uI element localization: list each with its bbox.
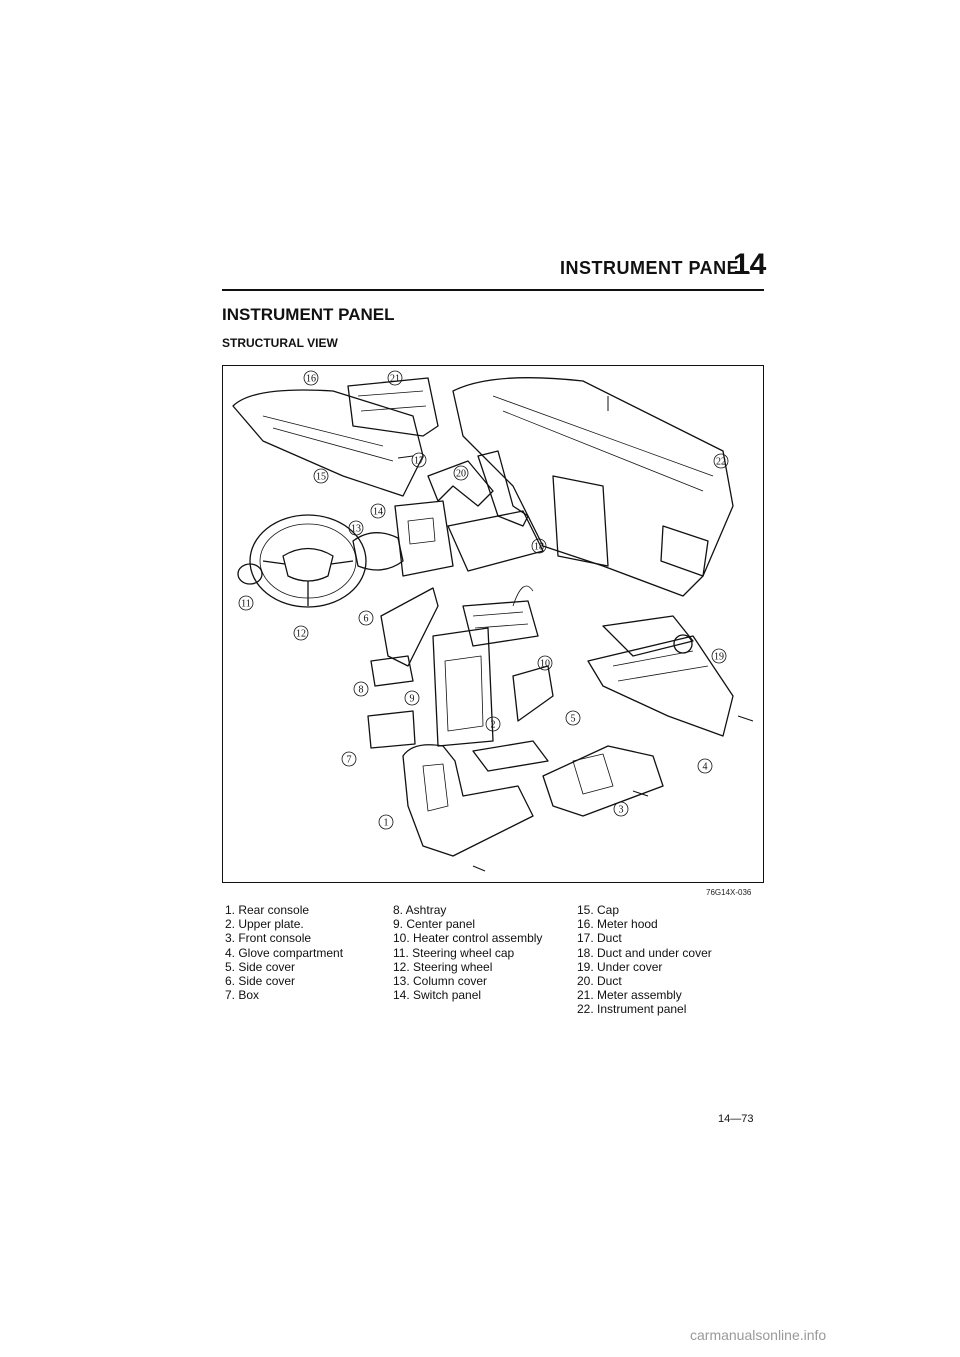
- exploded-view-figure: 16 21 15 17 20 22 14 13 18 11 12 6 10 19…: [222, 365, 764, 883]
- callout-10: 10: [537, 655, 553, 671]
- svg-text:12: 12: [296, 629, 306, 640]
- legend-item: 12. Steering wheel: [393, 959, 493, 974]
- legend-item: 9. Center panel: [393, 917, 476, 932]
- switch-panel-part: [394, 500, 454, 577]
- meter-hood-part: [232, 389, 424, 497]
- front-console-part: [542, 745, 664, 817]
- legend-item: 7. Box: [225, 988, 260, 1003]
- callout-14: 14: [370, 503, 386, 519]
- svg-text:20: 20: [456, 469, 466, 480]
- svg-text:21: 21: [390, 374, 400, 385]
- svg-text:5: 5: [571, 714, 576, 725]
- watermark: carmanualsonline.info: [690, 1327, 827, 1343]
- page-number: 14—73: [718, 1113, 754, 1125]
- callout-3: 3: [613, 801, 629, 817]
- callout-18: 18: [531, 538, 547, 554]
- svg-text:3: 3: [619, 805, 624, 816]
- callout-11: 11: [238, 595, 254, 611]
- callout-7: 7: [341, 751, 357, 767]
- glove-compartment-part: [587, 635, 734, 737]
- legend-item: 15. Cap: [577, 903, 620, 917]
- callout-4: 4: [697, 758, 713, 774]
- section-title: INSTRUMENT PANEL: [222, 305, 395, 324]
- callout-21: 21: [387, 370, 403, 386]
- legend-item: 2. Upper plate.: [225, 917, 304, 932]
- legend-item: 5. Side cover: [225, 959, 296, 974]
- chapter-number: 14: [733, 248, 767, 281]
- callout-17: 17: [411, 452, 427, 468]
- figure-code: 76G14X-036: [706, 888, 752, 897]
- callout-15: 15: [313, 468, 329, 484]
- callout-8: 8: [353, 681, 369, 697]
- callout-5: 5: [565, 710, 581, 726]
- svg-text:1: 1: [384, 818, 389, 829]
- callout-19: 19: [711, 648, 727, 664]
- svg-text:9: 9: [410, 694, 415, 705]
- legend-item: 6. Side cover: [225, 974, 296, 989]
- callout-13: 13: [348, 520, 364, 536]
- legend-item: 3. Front console: [225, 931, 312, 946]
- legend-item: 19. Under cover: [577, 959, 663, 974]
- svg-text:22: 22: [716, 457, 726, 468]
- legend-item: 1. Rear console: [225, 903, 310, 917]
- svg-text:2: 2: [491, 720, 496, 731]
- running-header-title: INSTRUMENT PANEL: [560, 258, 751, 278]
- svg-text:4: 4: [703, 762, 708, 773]
- svg-text:19: 19: [714, 652, 724, 663]
- legend-item: 20. Duct: [577, 974, 622, 989]
- legend-column-2: 8. Ashtray 9. Center panel 10. Heater co…: [393, 903, 542, 1002]
- legend-item: 11. Steering wheel cap: [393, 945, 515, 960]
- svg-text:6: 6: [364, 614, 369, 625]
- legend-item: 10. Heater control assembly: [393, 931, 543, 946]
- legend-item: 16. Meter hood: [577, 917, 658, 932]
- legend-item: 14. Switch panel: [393, 988, 482, 1003]
- callout-6: 6: [358, 610, 374, 626]
- callout-9: 9: [404, 690, 420, 706]
- subsection-title: STRUCTURAL VIEW: [222, 336, 338, 350]
- svg-text:11: 11: [241, 599, 251, 610]
- svg-text:17: 17: [414, 456, 424, 467]
- callout-12: 12: [293, 625, 309, 641]
- legend-item: 4. Glove compartment: [225, 945, 344, 960]
- steering-wheel-part: [249, 514, 367, 608]
- meter-assembly-part: [347, 377, 439, 437]
- svg-text:15: 15: [316, 472, 326, 483]
- legend-item: 22. Instrument panel: [577, 1002, 687, 1017]
- callout-2: 2: [485, 716, 501, 732]
- legend-item: 17. Duct: [577, 931, 622, 946]
- svg-text:10: 10: [540, 659, 550, 670]
- callout-20: 20: [453, 465, 469, 481]
- legend-column-3: 15. Cap 16. Meter hood 17. Duct 18. Duct…: [577, 903, 712, 1017]
- callout-1: 1: [378, 814, 394, 830]
- legend-item: 21. Meter assembly: [577, 988, 682, 1003]
- callout-16: 16: [303, 370, 319, 386]
- svg-text:14: 14: [373, 507, 383, 518]
- svg-text:7: 7: [347, 755, 352, 766]
- exploded-view-drawing: 16 21 15 17 20 22 14 13 18 11 12 6 10 19…: [232, 370, 754, 872]
- legend-column-1: 1. Rear console 2. Upper plate. 3. Front…: [225, 903, 343, 1002]
- callout-22: 22: [713, 453, 729, 469]
- rear-console-part: [402, 744, 534, 857]
- svg-text:16: 16: [306, 374, 316, 385]
- legend-item: 8. Ashtray: [393, 903, 447, 917]
- header-divider: [222, 289, 764, 291]
- legend-item: 18. Duct and under cover: [577, 945, 712, 960]
- svg-text:8: 8: [359, 685, 364, 696]
- svg-text:13: 13: [351, 524, 361, 535]
- legend-item: 13. Column cover: [393, 974, 488, 989]
- svg-text:18: 18: [534, 542, 544, 553]
